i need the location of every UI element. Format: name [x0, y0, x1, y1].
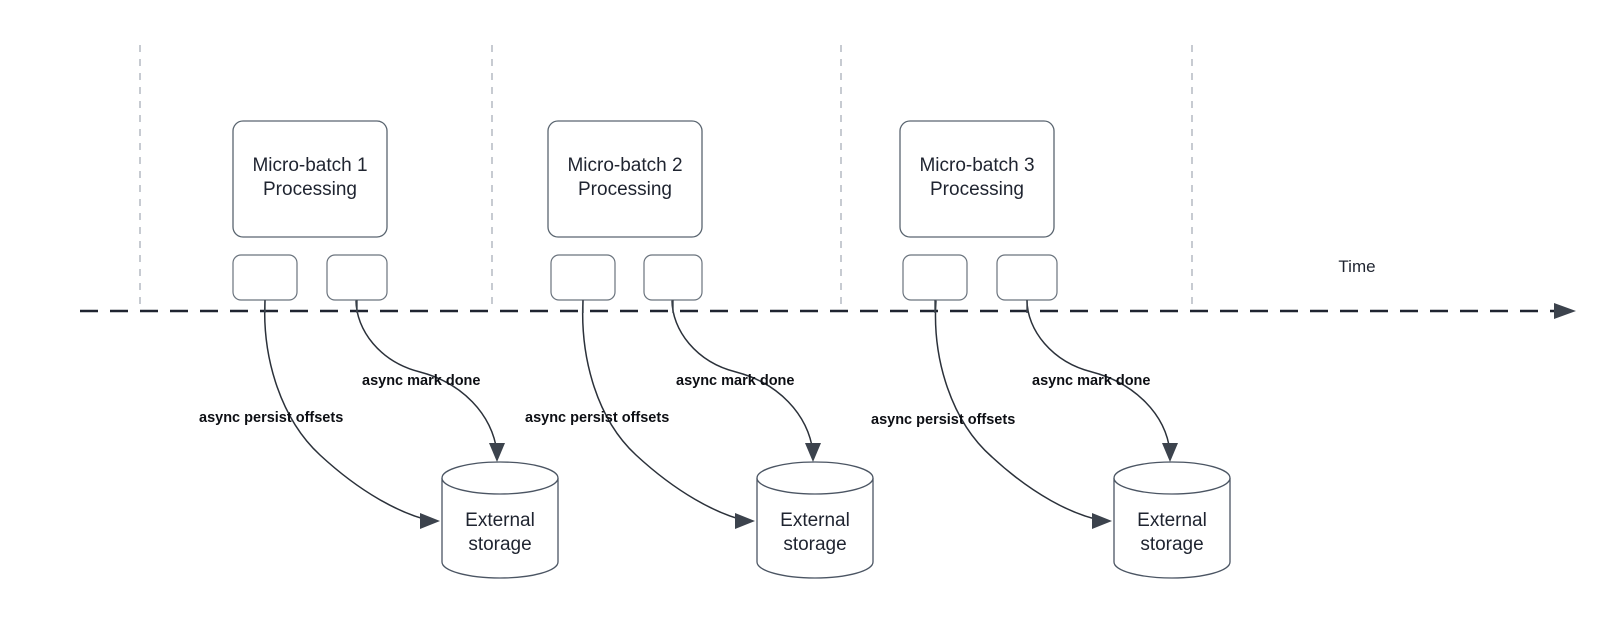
async-persist-offsets-1-label: async persist offsets — [199, 410, 343, 426]
external-storage-2-line1: External — [780, 510, 850, 531]
micro-batch-2-box-line2: Processing — [578, 179, 672, 200]
micro-batch-1-task-a[interactable] — [232, 254, 298, 301]
async-mark-done-2-arrow-icon — [805, 443, 821, 462]
async-persist-offsets-1-path — [263, 299, 433, 522]
time-axis-label: Time — [1338, 257, 1375, 276]
timeline-layer — [80, 303, 1576, 319]
async-persist-offsets-3-arrow-icon — [1092, 513, 1112, 529]
micro-batch-2-task-b[interactable] — [643, 254, 703, 301]
micro-batch-1-box-line2: Processing — [263, 179, 357, 200]
async-mark-done-1-path — [355, 299, 498, 453]
nodes-layer — [232, 120, 1231, 579]
async-persist-offsets-2-arrow-icon — [735, 513, 755, 529]
external-storage-2-top-ellipse — [756, 477, 874, 495]
async-persist-offsets-3-path — [934, 299, 1105, 522]
external-storage-1-line2: storage — [468, 534, 531, 555]
async-mark-done-1-label: async mark done — [362, 373, 480, 389]
separators-layer — [139, 45, 1193, 311]
external-storage-3-line1: External — [1137, 510, 1207, 531]
external-storage-1-top-ellipse — [441, 477, 559, 495]
micro-batch-2-box[interactable] — [547, 120, 703, 238]
async-persist-offsets-2-path — [581, 299, 748, 522]
micro-batch-3-box-line1: Micro-batch 3 — [919, 155, 1034, 176]
micro-batch-2-box-line1: Micro-batch 2 — [567, 155, 682, 176]
async-persist-offsets-1-arrow-icon — [420, 513, 440, 529]
async-mark-done-3-arrow-icon — [1162, 443, 1178, 462]
timeline-arrow-icon — [1554, 303, 1576, 319]
external-storage-3-line2: storage — [1140, 534, 1203, 555]
micro-batch-1-box[interactable] — [232, 120, 388, 238]
micro-batch-3-box[interactable] — [899, 120, 1055, 238]
micro-batch-3-task-b[interactable] — [996, 254, 1058, 301]
async-persist-offsets-3-label: async persist offsets — [871, 412, 1015, 428]
async-mark-done-2-label: async mark done — [676, 373, 794, 389]
async-mark-done-2-path — [671, 299, 814, 453]
external-storage-1-line1: External — [465, 510, 535, 531]
micro-batch-2-task-a[interactable] — [550, 254, 616, 301]
micro-batch-1-box-line1: Micro-batch 1 — [252, 155, 367, 176]
micro-batch-1-task-b[interactable] — [326, 254, 388, 301]
edges-layer — [263, 299, 1178, 529]
async-mark-done-3-label: async mark done — [1032, 373, 1150, 389]
async-mark-done-3-path — [1026, 299, 1171, 453]
micro-batch-3-box-line2: Processing — [930, 179, 1024, 200]
external-storage-3-top-ellipse — [1113, 477, 1231, 495]
external-storage-2-line2: storage — [783, 534, 846, 555]
async-persist-offsets-2-label: async persist offsets — [525, 410, 669, 426]
micro-batch-3-task-a[interactable] — [902, 254, 968, 301]
async-mark-done-1-arrow-icon — [489, 443, 505, 462]
